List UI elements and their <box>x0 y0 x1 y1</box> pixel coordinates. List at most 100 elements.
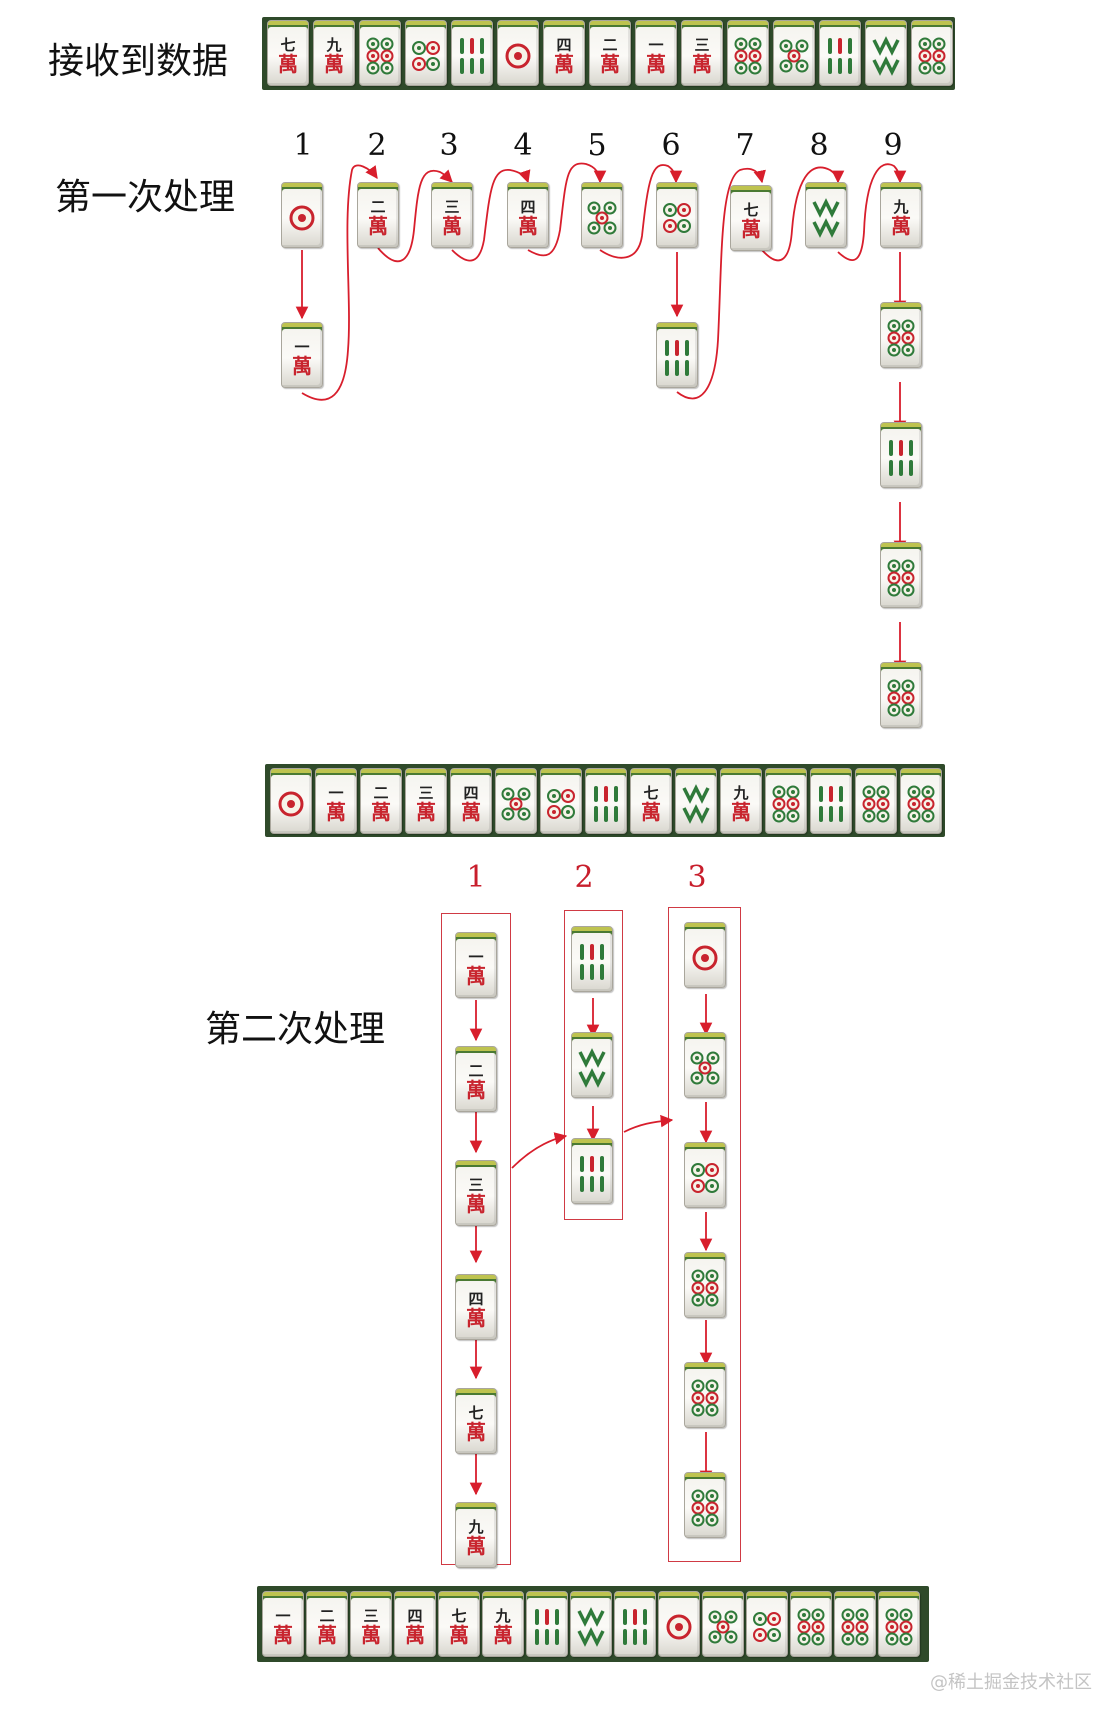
circle-pips-icon <box>885 1608 913 1646</box>
tile-circles-6 <box>727 20 769 86</box>
tile-bamboo-3 <box>805 182 847 248</box>
tile-bamboo-6 <box>571 1138 613 1204</box>
group-number: 3 <box>687 860 707 895</box>
circle-pips-icon <box>862 785 890 823</box>
tile-suit-char: 萬 <box>449 1622 469 1647</box>
circle-pips-icon <box>547 789 575 819</box>
col-number: 8 <box>809 128 829 163</box>
tile-bamboo-6 <box>571 926 613 992</box>
bamboo-sticks-icon <box>580 944 604 980</box>
tile-characters-4: 四萬 <box>507 182 549 248</box>
tile-numeral: 一 <box>648 35 664 54</box>
group-box-circles <box>668 907 741 1562</box>
tile-characters-3: 三萬 <box>455 1160 497 1226</box>
tile-circles-6 <box>684 1252 726 1318</box>
col-number: 2 <box>367 128 387 163</box>
tile-suit-char: 萬 <box>292 353 312 378</box>
circle-pips-icon <box>753 1612 781 1642</box>
tile-suit-char: 萬 <box>466 963 486 988</box>
tile-numeral: 一 <box>328 783 344 802</box>
tile-characters-3: 三萬 <box>350 1591 392 1657</box>
arrow <box>527 162 607 257</box>
tile-circles-4 <box>746 1591 788 1657</box>
tile-numeral: 一 <box>294 337 310 356</box>
tile-circles-6 <box>684 1472 726 1538</box>
tile-circles-6 <box>878 1591 920 1657</box>
tile-characters-7: 七萬 <box>438 1591 480 1657</box>
circle-pips-icon <box>907 785 935 823</box>
tile-bamboo-3 <box>865 20 907 86</box>
tile-suit-char: 萬 <box>324 51 344 76</box>
tile-bamboo-6 <box>451 20 493 86</box>
tile-characters-2: 二萬 <box>357 182 399 248</box>
tile-numeral: 七 <box>451 1606 467 1625</box>
tile-circles-6 <box>684 1362 726 1428</box>
tile-characters-1: 一萬 <box>635 20 677 86</box>
tile-numeral: 三 <box>418 783 434 802</box>
tile-suit-char: 萬 <box>416 799 436 824</box>
tile-circles-5 <box>702 1591 744 1657</box>
tile-circles-6 <box>911 20 953 86</box>
circle-pips-icon <box>841 1608 869 1646</box>
col-number: 5 <box>587 128 607 163</box>
bamboo-sticks-icon <box>577 1607 605 1647</box>
tile-numeral: 九 <box>495 1606 511 1625</box>
tile-characters-7: 七萬 <box>455 1388 497 1454</box>
circle-pips-icon <box>691 1379 719 1417</box>
bamboo-sticks-icon <box>828 38 852 74</box>
tile-circles-1 <box>658 1591 700 1657</box>
group-number: 2 <box>574 860 594 895</box>
bamboo-sticks-icon <box>623 1609 647 1645</box>
tile-circles-1 <box>281 182 323 248</box>
tile-numeral: 三 <box>363 1606 379 1625</box>
tile-bamboo-3 <box>675 768 717 834</box>
tile-circles-5 <box>684 1032 726 1098</box>
tile-numeral: 二 <box>319 1606 335 1625</box>
circle-pips-icon <box>691 1163 719 1193</box>
tile-characters-3: 三萬 <box>405 768 447 834</box>
tile-circles-6 <box>359 20 401 86</box>
bamboo-sticks-icon <box>460 38 484 74</box>
tile-circles-4 <box>540 768 582 834</box>
tile-numeral: 三 <box>468 1175 484 1194</box>
tile-characters-9: 九萬 <box>313 20 355 86</box>
tile-characters-9: 九萬 <box>720 768 762 834</box>
arrow <box>511 1132 568 1169</box>
bamboo-sticks-icon <box>819 786 843 822</box>
tile-characters-4: 四萬 <box>543 20 585 86</box>
tile-circles-6 <box>880 662 922 728</box>
tile-numeral: 二 <box>373 783 389 802</box>
tile-circles-1 <box>684 922 726 988</box>
tile-numeral: 九 <box>468 1517 484 1536</box>
arrow <box>761 166 845 262</box>
tile-circles-5 <box>581 182 623 248</box>
tile-numeral: 二 <box>602 35 618 54</box>
arrow <box>377 169 453 263</box>
tile-suit-char: 萬 <box>600 51 620 76</box>
tile-bamboo-3 <box>571 1032 613 1098</box>
tile-characters-4: 四萬 <box>394 1591 436 1657</box>
col-number: 6 <box>661 128 681 163</box>
circle-pips-icon <box>887 679 915 717</box>
tile-circles-5 <box>495 768 537 834</box>
label-received: 接收到数据 <box>48 41 229 82</box>
bamboo-sticks-icon <box>535 1609 559 1645</box>
tile-suit-char: 萬 <box>466 1305 486 1330</box>
tile-bamboo-6 <box>656 322 698 388</box>
tile-suit-char: 萬 <box>466 1077 486 1102</box>
tile-numeral: 四 <box>556 35 572 54</box>
tile-bamboo-6 <box>810 768 852 834</box>
tile-suit-char: 萬 <box>371 799 391 824</box>
circle-pips-icon <box>278 791 304 817</box>
col-number: 7 <box>735 128 755 163</box>
tile-suit-char: 萬 <box>891 213 911 238</box>
label-second-pass: 第二次处理 <box>205 1009 386 1050</box>
tile-characters-3: 三萬 <box>431 182 473 248</box>
tile-numeral: 七 <box>468 1403 484 1422</box>
tile-numeral: 九 <box>326 35 342 54</box>
circle-pips-icon <box>692 945 718 971</box>
bamboo-sticks-icon <box>872 36 900 76</box>
tile-numeral: 四 <box>463 783 479 802</box>
tile-numeral: 一 <box>275 1606 291 1625</box>
tile-suit-char: 萬 <box>466 1533 486 1558</box>
